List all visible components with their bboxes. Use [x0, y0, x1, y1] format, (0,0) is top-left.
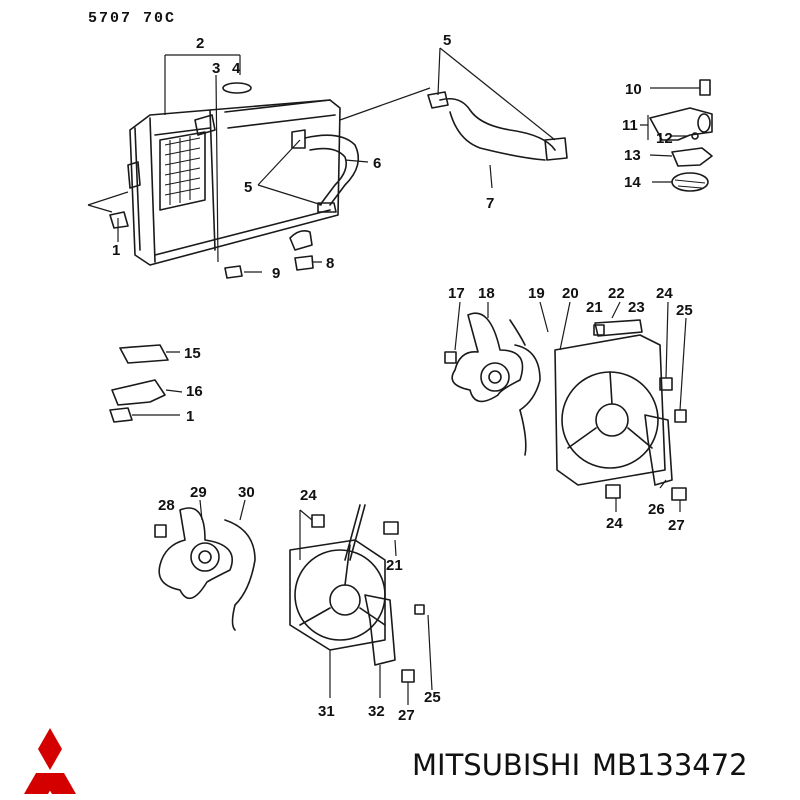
callout-17: 17 — [448, 285, 465, 302]
callout-3: 3 — [212, 60, 220, 77]
fan-assembly-upper — [451, 312, 673, 486]
callout-32: 32 — [368, 703, 385, 720]
upper-hose — [291, 129, 360, 213]
brand-name: MITSUBISHI — [412, 748, 580, 782]
callout-8: 8 — [326, 255, 334, 272]
bolts — [154, 324, 687, 683]
callout-numbers: 2 3 4 5 5 6 7 1 8 9 10 11 12 13 14 15 16… — [112, 32, 693, 724]
part-number: MB133472 — [592, 748, 748, 782]
callout-28: 28 — [158, 497, 175, 514]
brackets — [109, 344, 169, 423]
lower-hose — [427, 91, 568, 161]
callout-23: 23 — [628, 299, 645, 316]
callout-18: 18 — [478, 285, 495, 302]
radiator-assembly — [127, 99, 341, 266]
callout-15: 15 — [184, 345, 201, 362]
callout-25-lower: 25 — [424, 689, 441, 706]
drain-fittings — [109, 211, 314, 279]
callout-24-upper: 24 — [656, 285, 673, 302]
callout-31: 31 — [318, 703, 335, 720]
callout-29: 29 — [190, 484, 207, 501]
callout-24-lower: 24 — [300, 487, 317, 504]
mitsubishi-logo-icon — [24, 728, 76, 794]
callout-7: 7 — [486, 195, 494, 212]
callout-21-upper: 21 — [586, 299, 603, 316]
callout-5-upper: 5 — [443, 32, 451, 49]
callout-20: 20 — [562, 285, 579, 302]
callout-1-lower: 1 — [186, 408, 194, 425]
callout-10: 10 — [625, 81, 642, 98]
callout-30: 30 — [238, 484, 255, 501]
callout-16: 16 — [186, 383, 203, 400]
callout-24-right: 24 — [606, 515, 623, 532]
leader-lines — [87, 47, 700, 705]
callout-27-right: 27 — [668, 517, 685, 534]
callout-22: 22 — [608, 285, 625, 302]
callout-4: 4 — [232, 60, 241, 77]
callout-13: 13 — [624, 147, 641, 164]
callout-1-upper: 1 — [112, 242, 120, 259]
callout-25-upper: 25 — [676, 302, 693, 319]
callout-26: 26 — [648, 501, 665, 518]
radiator-cap — [222, 82, 252, 94]
callout-2: 2 — [196, 35, 204, 52]
callout-6: 6 — [373, 155, 381, 172]
fan-assembly-lower — [158, 504, 396, 666]
callout-12: 12 — [656, 130, 673, 147]
callout-5-middle: 5 — [244, 179, 252, 196]
callout-9: 9 — [272, 265, 280, 282]
callout-21-lower: 21 — [386, 557, 403, 574]
callout-14: 14 — [624, 174, 641, 191]
callout-11: 11 — [622, 117, 638, 134]
callout-19: 19 — [528, 285, 545, 302]
diagram-code: 5707 70C — [88, 10, 176, 27]
callout-27-lower: 27 — [398, 707, 415, 724]
